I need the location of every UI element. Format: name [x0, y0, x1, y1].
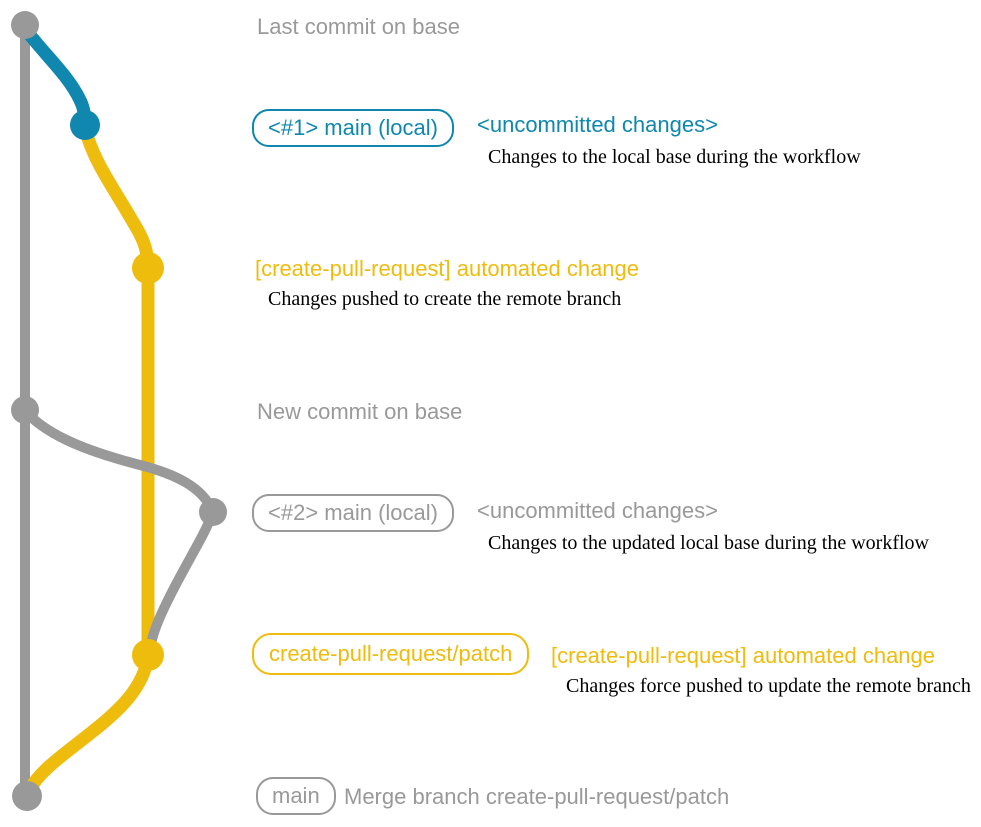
commit-dot-local-uncommitted-2 [199, 498, 227, 526]
commit-title-automated-change-1: [create-pull-request] automated change [255, 256, 640, 281]
badge-main: main [256, 777, 336, 816]
commit-description-automated-change-1: Changes pushed to create the remote bran… [268, 288, 622, 310]
badge-create-pull-request-patch: create-pull-request/patch [252, 633, 530, 676]
annotation-new-commit-on-base: New commit on base [257, 399, 463, 424]
branch-line-create-pull-request-patch [78, 120, 155, 662]
commit-dot-last-commit-on-base [11, 11, 39, 39]
branch-curve-updated-local-in [144, 507, 218, 658]
commit-dot-automated-change-2 [132, 639, 164, 671]
commit-dot-merge-commit [12, 781, 42, 811]
commit-title-automated-change-2: [create-pull-request] automated change [551, 643, 936, 668]
branch-merge-curve-patch-to-main [21, 650, 155, 799]
branch-curve-main-local [19, 23, 92, 134]
commit-description-automated-change-2: Changes force pushed to update the remot… [566, 675, 971, 697]
commit-dot-new-commit-on-base [11, 396, 39, 424]
badge-main-local-2: <#2> main (local) [252, 494, 454, 533]
commit-description-uncommitted-1: Changes to the local base during the wor… [488, 146, 861, 168]
commit-title-merge: Merge branch create-pull-request/patch [344, 784, 730, 809]
badge-main-local-1: <#1> main (local) [252, 109, 454, 148]
commit-dot-automated-change-1 [132, 252, 164, 284]
commit-dot-local-uncommitted-1 [70, 110, 100, 140]
commit-description-uncommitted-2: Changes to the updated local base during… [488, 532, 929, 554]
annotation-last-commit-on-base: Last commit on base [257, 14, 460, 39]
branch-curve-updated-local-out [22, 408, 218, 517]
commit-title-uncommitted-2: <uncommitted changes> [477, 498, 718, 523]
commit-title-uncommitted-1: <uncommitted changes> [477, 112, 718, 137]
